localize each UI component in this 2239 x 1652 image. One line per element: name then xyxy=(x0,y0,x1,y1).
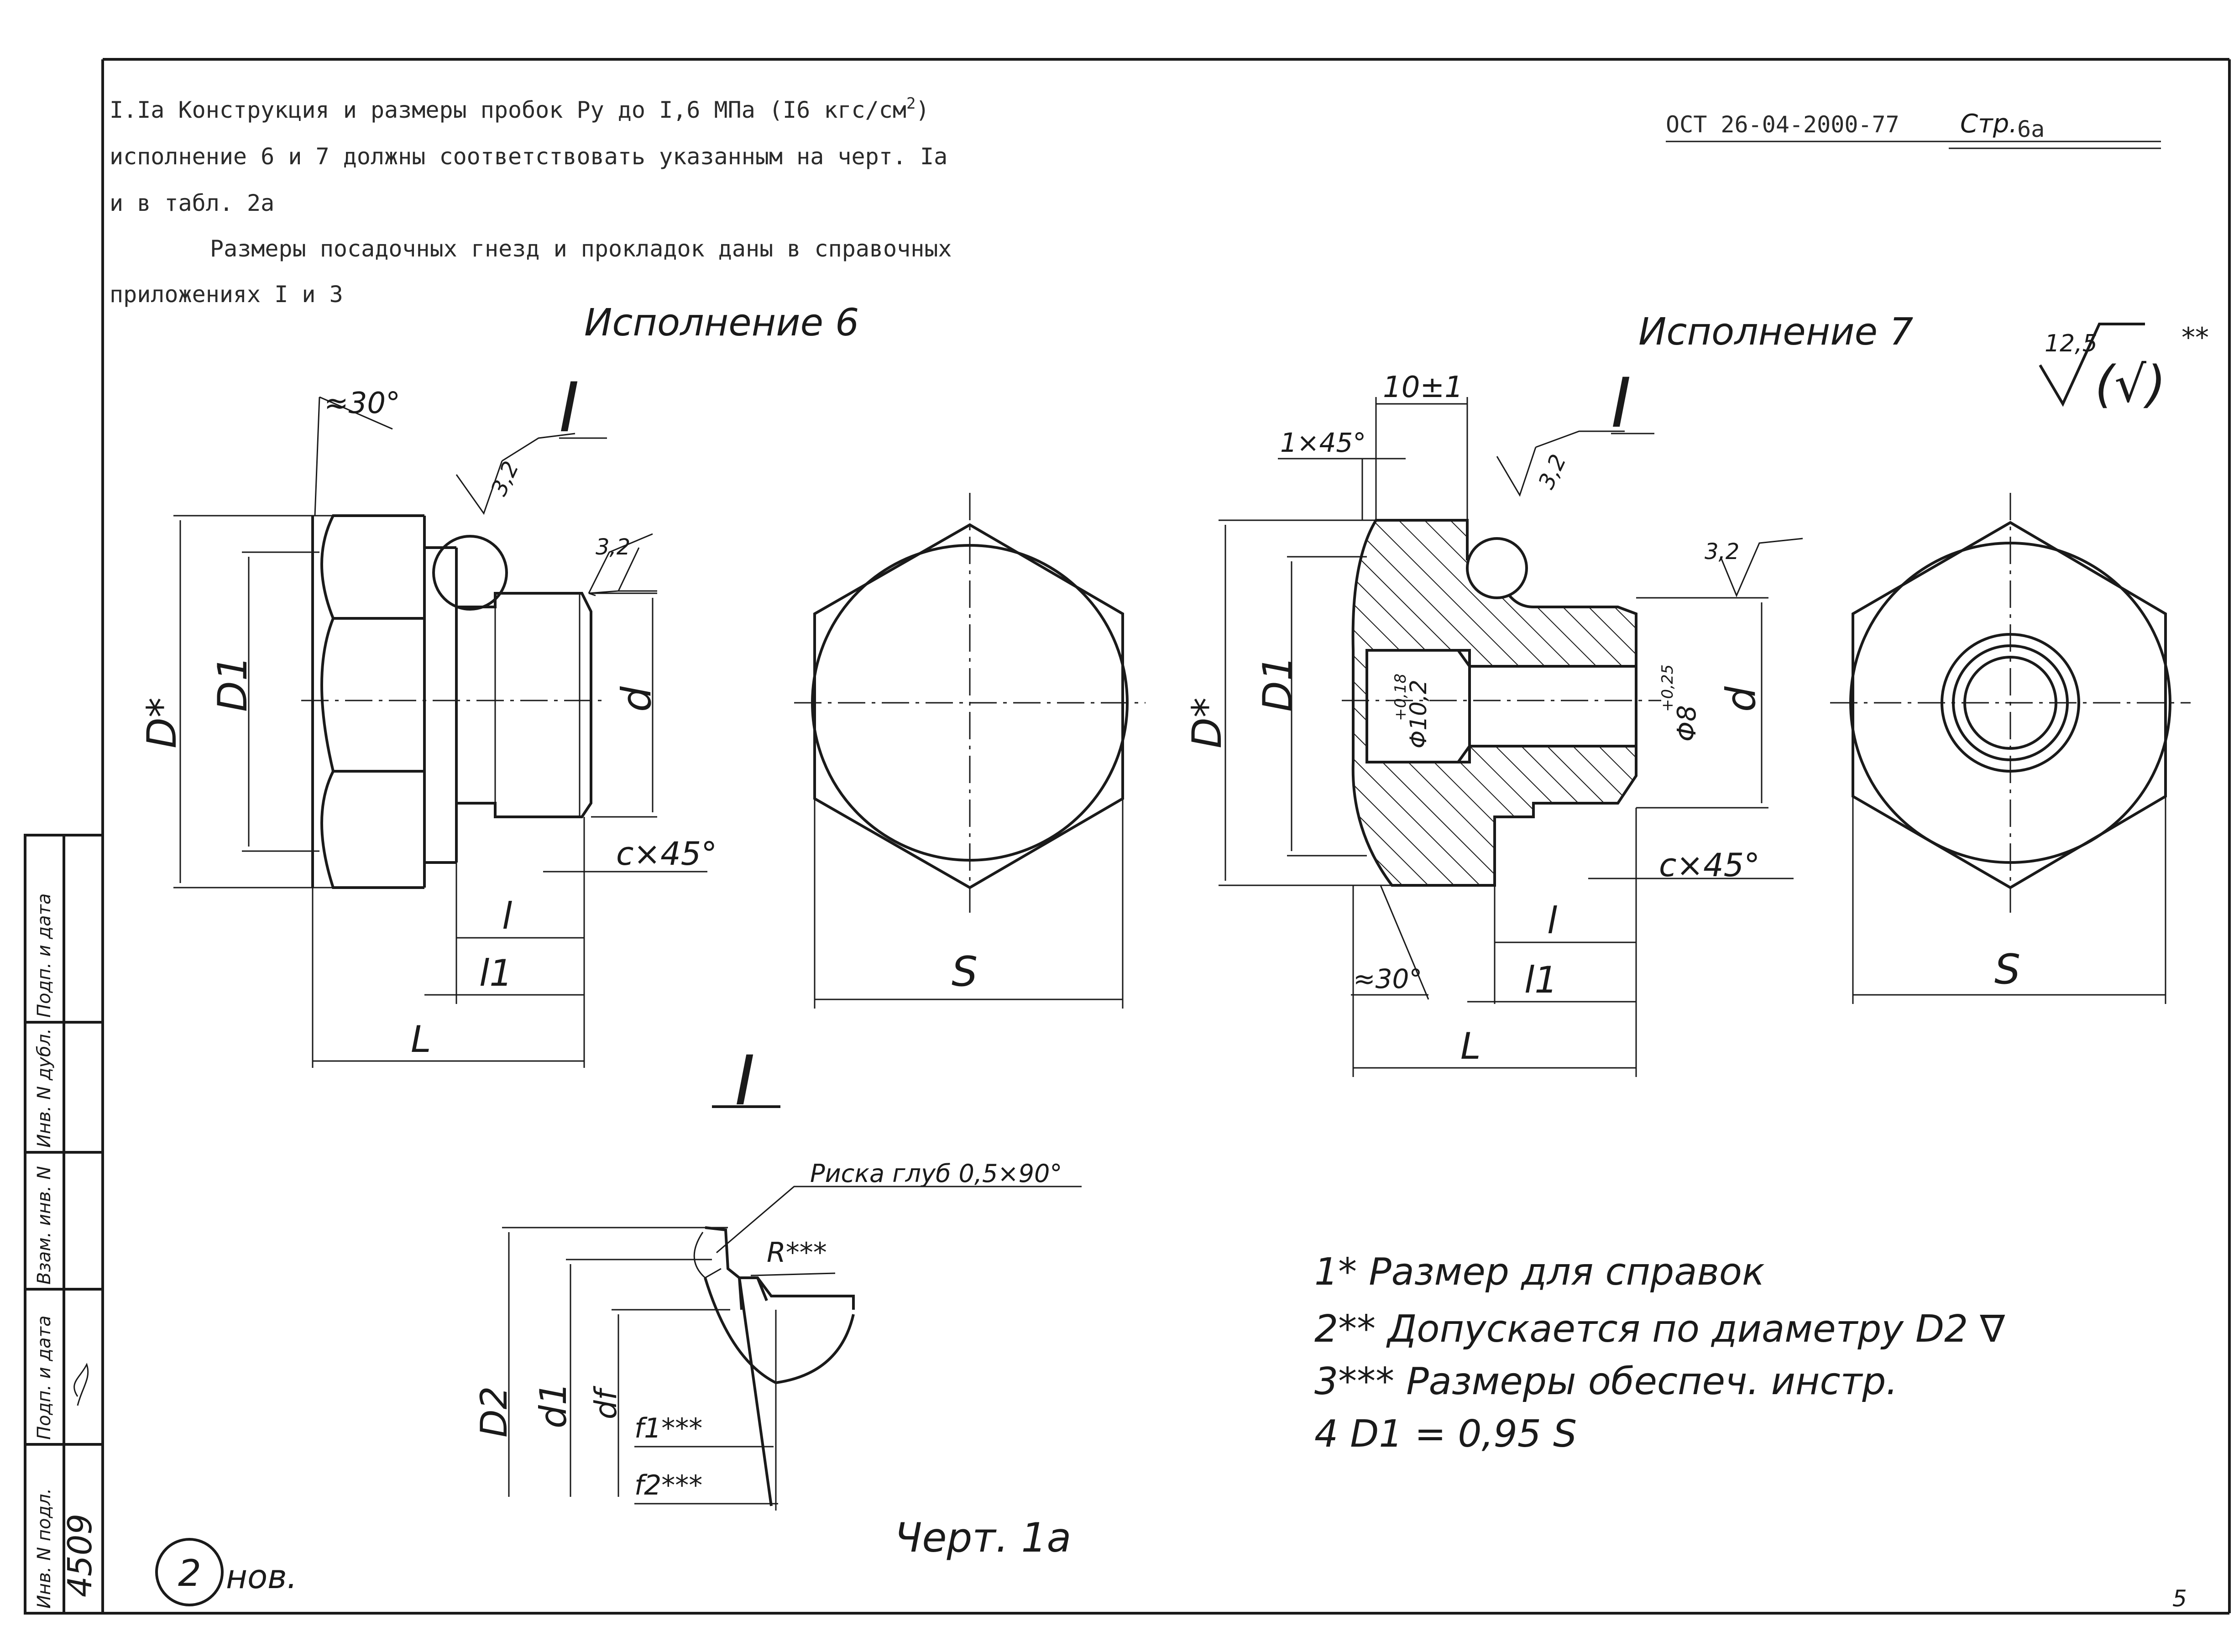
header: ОСТ 26-04-2000-77 Стр. 6а xyxy=(1666,109,2161,149)
dim-phi8-tol: +0,25 xyxy=(1658,664,1677,712)
dim-l-left: l xyxy=(502,895,512,937)
drawing-caption: Черт. 1а xyxy=(895,1514,1071,1561)
roughness-left-shank: 3,2 xyxy=(596,534,630,560)
dim-L-left: L xyxy=(411,1018,431,1061)
page-number: 6а xyxy=(2017,116,2045,142)
intro-line-1-sup: 2 xyxy=(906,94,915,113)
detail-R: R*** xyxy=(767,1237,827,1269)
plug-7-dimensions: D* D1 d 10±1 1×45° 3,2 I 3,2 c×45° ≈30° xyxy=(1183,364,1803,1077)
dim-S-left: S xyxy=(952,948,978,996)
roughness-stars: ** xyxy=(2181,322,2209,354)
detail-D2: D2 xyxy=(473,1386,515,1438)
intro-line-5: приложениях I и 3 xyxy=(110,281,343,308)
dim-phi10: Φ10,2 xyxy=(1405,680,1432,748)
dim-chamfer-right: c×45° xyxy=(1659,847,1760,884)
dim-l1-left: l1 xyxy=(479,952,513,994)
dim-1x45: 1×45° xyxy=(1280,427,1366,458)
intro-line-4: Размеры посадочных гнезд и прокладок дан… xyxy=(210,235,952,262)
dim-angle30-right: ≈30° xyxy=(1353,963,1422,994)
view-title-7: Исполнение 7 xyxy=(1638,310,1913,354)
dim-D-star-left: D* xyxy=(138,697,185,748)
plug-7-end-view: S xyxy=(1830,493,2191,1004)
detail-d1: d1 xyxy=(532,1382,575,1428)
dim-phi10-tol: +0,18 xyxy=(1392,674,1410,721)
detail-f2: f2*** xyxy=(634,1469,702,1501)
intro-text: I.Iа Конструкция и размеры пробок Ру до … xyxy=(110,94,952,308)
dim-d-left: d xyxy=(613,686,660,712)
view-title-6: Исполнение 6 xyxy=(584,301,859,345)
dim-l-right: l xyxy=(1547,899,1557,942)
svg-text:I.Iа Конструкция и размеры про: I.Iа Конструкция и размеры пробок Ру до … xyxy=(110,94,930,123)
plug-6-dimensions: D* D1 d ≈30° 3,2 I 3,2 c×45° l l1 L xyxy=(138,368,717,1068)
plug-6-end-view: S xyxy=(794,493,1146,1009)
detail-mark-left: I xyxy=(559,368,579,448)
side-table: Подп. и дата Инв. N дубл. Взам. инв. N П… xyxy=(24,834,104,1615)
revision-stamp: 2 нов. xyxy=(155,1538,297,1606)
sheet-frame xyxy=(101,58,2231,1615)
dim-D-star-right: D* xyxy=(1183,697,1230,748)
dim-L-right: L xyxy=(1460,1025,1481,1067)
roughness-right-shank: 3,2 xyxy=(1705,539,1739,565)
side-cell-replace-inv: Взам. инв. N xyxy=(34,1166,55,1285)
detail-f1: f1*** xyxy=(634,1412,702,1444)
dim-S-right: S xyxy=(1994,946,2020,993)
corner-mark: 5 xyxy=(2172,1585,2187,1612)
dim-angle30-left: ≈30° xyxy=(324,387,400,420)
roughness-general-symbol: 12,5 (√) ** xyxy=(2039,322,2209,413)
roughness-left-groove: 3,2 xyxy=(486,457,524,500)
standard-number: ОСТ 26-04-2000-77 xyxy=(1666,111,1899,138)
dim-D1-right: D1 xyxy=(1254,655,1301,712)
note-1: 1* Размер для справок xyxy=(1314,1250,1764,1294)
dim-l1-right: l1 xyxy=(1524,959,1558,1001)
intro-line-1-end: ) xyxy=(915,97,929,123)
revision-label: нов. xyxy=(226,1558,297,1596)
detail-df: df xyxy=(588,1385,623,1419)
dim-phi8: Φ8 xyxy=(1672,705,1702,742)
detail-mark-bottom: I xyxy=(735,1041,755,1121)
detail-I: I Риска глуб 0,5×90° R*** D2 d1 df f1***… xyxy=(473,1041,1082,1511)
signature-mark xyxy=(73,1363,89,1406)
side-cell-orig-inv: Инв. N подл. xyxy=(34,1488,55,1609)
roughness-paren: (√) xyxy=(2095,355,2166,413)
intro-line-1: I.Iа Конструкция и размеры пробок Ру до … xyxy=(110,97,906,123)
dim-D1-left: D1 xyxy=(209,655,256,712)
note-2: 2** Допускается по диаметру D2 ∇ xyxy=(1314,1307,2005,1351)
roughness-right-groove: 3,2 xyxy=(1533,450,1571,493)
note-4: 4 D1 = 0,95 S xyxy=(1314,1412,1577,1456)
side-cell-orig-value: 4509 xyxy=(61,1514,99,1597)
page-label: Стр. xyxy=(1960,109,2017,139)
detail-groove-note: Риска глуб 0,5×90° xyxy=(810,1159,1062,1188)
note-3: 3*** Размеры обеспеч. инстр. xyxy=(1314,1360,1898,1403)
intro-line-3: и в табл. 2а xyxy=(110,190,274,216)
side-cell-sign-date-1: Подп. и дата xyxy=(34,894,55,1018)
revision-number: 2 xyxy=(178,1552,201,1594)
side-cell-sign-date-2: Подп. и дата xyxy=(34,1316,55,1440)
dim-10pm1: 10±1 xyxy=(1383,371,1463,404)
dim-d-right: d xyxy=(1717,686,1764,712)
side-cell-dup-inv: Инв. N дубл. xyxy=(34,1028,55,1148)
notes: 1* Размер для справок 2** Допускается по… xyxy=(1314,1250,2005,1456)
plug-6-side-view xyxy=(301,514,607,889)
dim-chamfer-left: c×45° xyxy=(616,835,717,873)
roughness-general-value: 12,5 xyxy=(2045,330,2098,357)
plug-7-section-view: Φ10,2 +0,18 Φ8 +0,25 xyxy=(1342,519,1702,887)
intro-line-2: исполнение 6 и 7 должны соответствовать … xyxy=(110,143,947,170)
detail-mark-right: I xyxy=(1611,364,1631,443)
